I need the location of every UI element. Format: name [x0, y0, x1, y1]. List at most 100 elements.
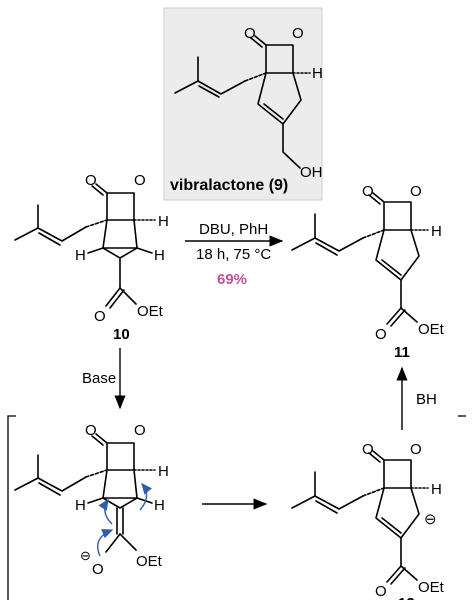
- c11-carbonyl-bond: [372, 192, 385, 203]
- c10-ester-co: [105, 287, 121, 307]
- vibralactone-box: O O H OH vibralactone (9): [163, 7, 323, 201]
- int-c-ominus: [105, 533, 121, 553]
- conditions-line-1: DBU, PhH: [199, 221, 268, 238]
- c11-lactone-ring: [383, 201, 412, 231]
- vib-ch2oh: [282, 123, 301, 169]
- c11-carbonyl-bond-2: [368, 194, 381, 205]
- c10-atom-o-ester: O: [94, 308, 106, 325]
- c11-atom-o-ring: O: [410, 183, 422, 200]
- c10-prenyl-chain: [14, 226, 87, 242]
- c10-lactone-ring: [106, 192, 135, 221]
- c11-ester-co-2: [390, 309, 406, 327]
- int-atom-o-carbonyl: O: [85, 422, 97, 439]
- vib-atom-o-carbonyl: O: [244, 25, 256, 42]
- vibralactone-title: vibralactone (9): [170, 177, 288, 194]
- c10-hashed-bond: [85, 219, 108, 228]
- c12-atom-h: H: [431, 481, 442, 498]
- c12-atom-oet: OEt: [418, 579, 445, 596]
- c12-atom-o-ester: O: [375, 583, 387, 600]
- int-atom-o-minus: O: [92, 561, 104, 578]
- c11-ester-co: [386, 307, 402, 325]
- c11-atom-o-ester: O: [375, 326, 387, 343]
- c12-ester-oet-bond: [400, 565, 418, 581]
- compound-11: O O H O OEt 11: [291, 183, 445, 361]
- c12-atom-o-ring: O: [410, 441, 422, 458]
- c12-lactone-ring: [383, 459, 412, 489]
- c12-hashed-bond: [362, 487, 385, 497]
- base-label: Base: [82, 370, 116, 387]
- int-c-oet: [119, 533, 137, 551]
- vib-prenyl-chain: [174, 80, 246, 95]
- int-atom-oet: OEt: [136, 553, 163, 570]
- int-atom-o-ring: O: [134, 422, 146, 439]
- c10-atom-o-ring: O: [134, 172, 146, 189]
- c11-prenyl-double: [315, 242, 338, 256]
- int-atom-h-cp: H: [154, 497, 165, 514]
- int-h-cp-bond: [136, 497, 153, 504]
- vib-atom-o-ring: O: [292, 25, 304, 42]
- bracket-left: [7, 415, 16, 600]
- c12-ring-double: [381, 517, 402, 534]
- compound-10: O O H H H O OEt 10: [14, 172, 169, 343]
- vib-carbonyl-bond: [254, 35, 267, 46]
- int-charge-minus: ⊖: [80, 548, 91, 563]
- c10-number: 10: [113, 326, 130, 343]
- c11-ester-oet-bond: [400, 307, 418, 323]
- int-bicycle: [102, 469, 138, 509]
- vib-hashed-bond: [244, 72, 267, 82]
- vib-atom-oh: OH: [300, 164, 323, 181]
- int-prenyl-chain: [14, 476, 87, 492]
- c12-prenyl-double: [315, 500, 338, 514]
- base-arrow-group: Base: [82, 348, 126, 410]
- vib-ring-double: [263, 103, 284, 120]
- c10-h-cp-bond: [136, 247, 153, 254]
- int-h-left-bond: [87, 497, 104, 504]
- c10-ester-co-2: [109, 289, 125, 309]
- vib-prenyl-double: [198, 85, 220, 98]
- conditions-line-2: 18 h, 75 °C: [196, 246, 271, 263]
- main-reaction-arrow: DBU, PhH 18 h, 75 °C 69%: [185, 221, 284, 288]
- c10-carbonyl-bond-2: [91, 185, 104, 196]
- int-atom-h-right: H: [158, 463, 169, 480]
- c11-number: 11: [394, 344, 410, 361]
- compound-12: O O H ⊖ O OEt 12: [291, 441, 445, 600]
- c10-atom-h-cp: H: [154, 247, 165, 264]
- c10-h-left-bond: [87, 247, 104, 254]
- c10-atom-h-left: H: [75, 247, 86, 264]
- curly-arrow-3: [97, 529, 114, 557]
- c11-atom-oet: OEt: [418, 321, 445, 338]
- c11-prenyl-chain: [291, 237, 364, 252]
- c10-carbonyl-bond: [95, 183, 108, 194]
- bh-arrow-group: BH: [396, 366, 437, 430]
- highlight-background: [163, 7, 323, 201]
- vib-lactone-ring: [265, 44, 294, 74]
- yield-text: 69%: [217, 271, 247, 288]
- c10-atom-oet: OEt: [137, 303, 164, 320]
- c12-number: 12: [398, 595, 415, 600]
- c12-ester-co: [386, 565, 402, 583]
- curly-arrow-1: [139, 482, 153, 511]
- int-lactone-ring: [106, 442, 135, 471]
- int-prenyl-double: [38, 482, 61, 496]
- c11-atom-o-carbonyl: O: [362, 183, 374, 200]
- vib-carbonyl-bond-2: [250, 37, 263, 48]
- c10-atom-h-right: H: [158, 213, 169, 230]
- c12-atom-o-carbonyl: O: [362, 441, 374, 458]
- c12-charge-minus: ⊖: [424, 511, 437, 528]
- int-atom-h-left: H: [75, 497, 86, 514]
- int-hashed-bond: [85, 469, 108, 478]
- bh-label: BH: [416, 391, 437, 408]
- c11-hashed-bond: [362, 229, 385, 239]
- c12-prenyl-chain: [291, 495, 364, 510]
- int-carbonyl-bond-2: [91, 435, 104, 446]
- c11-ring-double: [381, 259, 402, 276]
- int-carbonyl-bond: [95, 433, 108, 444]
- intermediate: O O H H H ⊖ O OEt: [14, 422, 169, 578]
- c11-atom-h: H: [431, 223, 442, 240]
- c12-carbonyl-bond-2: [368, 452, 381, 463]
- vib-atom-h: H: [312, 65, 323, 82]
- curly-arrow-2: [98, 498, 113, 525]
- c12-carbonyl-bond: [372, 450, 385, 461]
- c10-ester-oet-bond: [119, 287, 137, 305]
